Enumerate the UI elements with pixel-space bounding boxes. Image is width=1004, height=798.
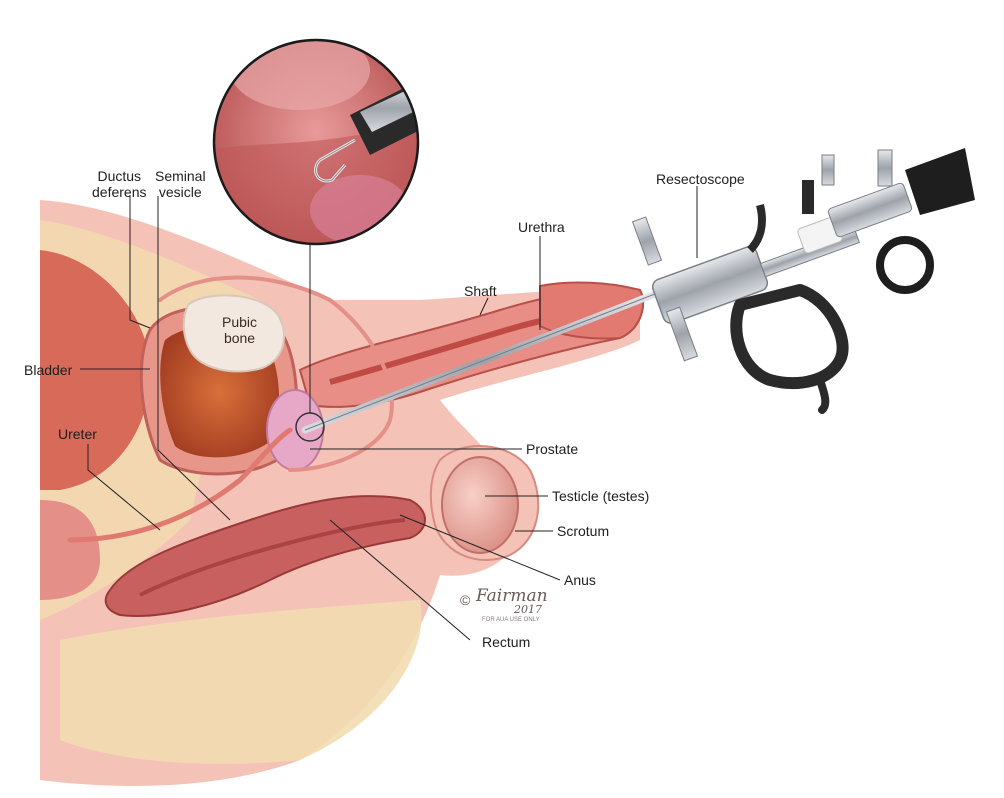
label-urethra: Urethra bbox=[518, 219, 565, 235]
label-rectum: Rectum bbox=[482, 634, 531, 650]
leader-seminal bbox=[157, 196, 231, 521]
leader-ureter bbox=[87, 444, 161, 531]
label-ductus-deferens: Ductus deferens bbox=[92, 168, 147, 200]
rectum-organ bbox=[104, 495, 426, 617]
label-seminal-vesicle: Seminal vesicle bbox=[155, 168, 206, 200]
label-resectoscope: Resectoscope bbox=[656, 171, 745, 187]
pubic-bone-shape bbox=[182, 294, 286, 373]
signature-note: FOR AUA USE ONLY bbox=[482, 617, 540, 623]
label-pubic-bone: Pubic bone bbox=[222, 314, 258, 346]
scrotum-organ bbox=[429, 445, 540, 562]
label-bladder: Bladder bbox=[24, 362, 73, 378]
resectoscope-tool bbox=[295, 148, 975, 442]
left-organ bbox=[40, 250, 151, 600]
label-scrotum: Scrotum bbox=[557, 523, 610, 539]
label-testicle: Testicle (testes) bbox=[552, 488, 650, 504]
artist-signature: Fairman bbox=[476, 586, 548, 606]
label-anus: Anus bbox=[564, 572, 596, 588]
signature-year: 2017 bbox=[514, 603, 542, 616]
label-prostate: Prostate bbox=[526, 441, 579, 457]
leader-shaft bbox=[479, 297, 489, 316]
magnified-inset bbox=[212, 38, 420, 413]
leader-anus bbox=[399, 514, 561, 581]
copyright-mark: © bbox=[460, 592, 471, 608]
leader-lines bbox=[80, 186, 698, 641]
label-ureter: Ureter bbox=[58, 426, 97, 442]
tubes bbox=[67, 275, 394, 543]
label-shaft: Shaft bbox=[464, 283, 497, 299]
leader-rectum bbox=[329, 519, 471, 641]
leader-ductus bbox=[129, 196, 151, 329]
